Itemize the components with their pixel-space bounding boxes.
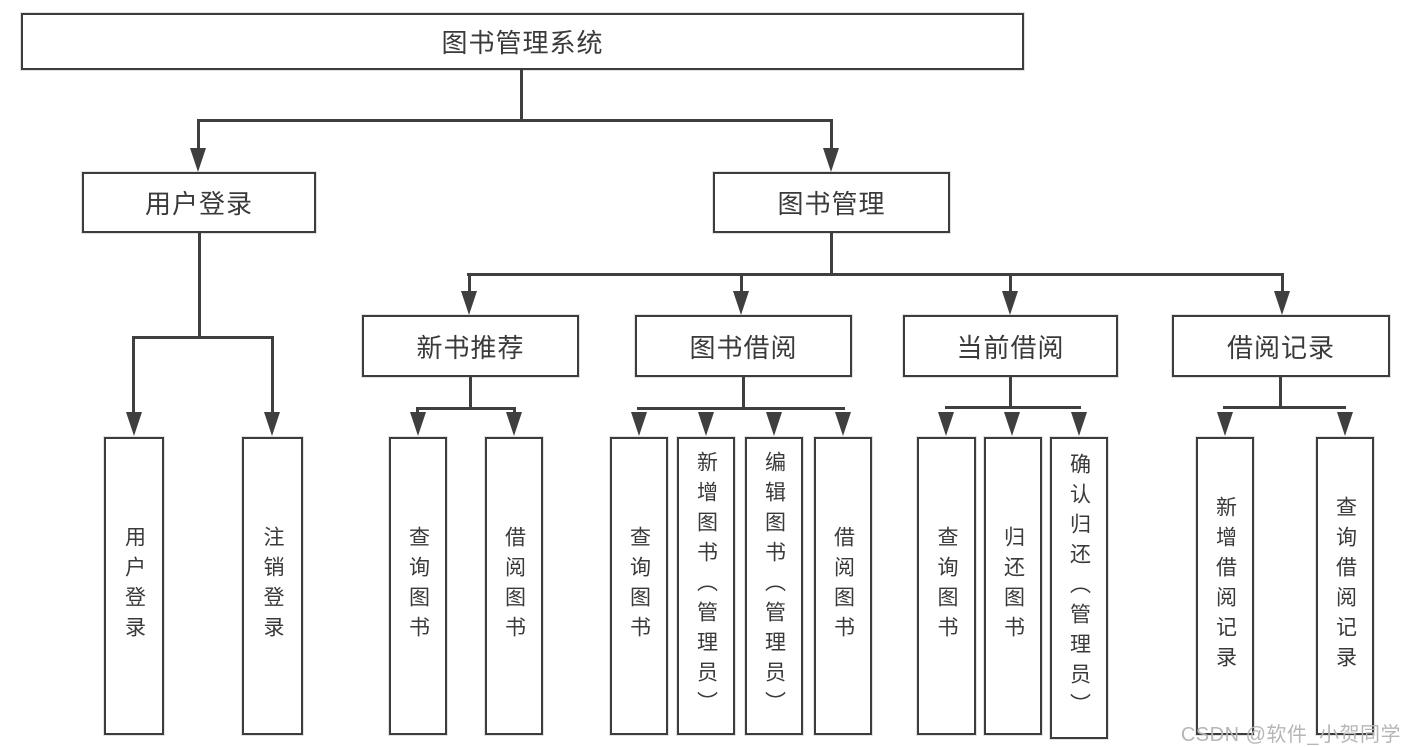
leaf-borrow-query: 查询图书: [610, 437, 668, 735]
arrow-head: [1337, 412, 1353, 436]
node-user-login: 用户登录: [82, 172, 316, 233]
arrow-head: [733, 291, 749, 315]
leaf-record-add: 新增借阅记录: [1196, 437, 1254, 735]
leaf-current-return: 归还图书: [984, 437, 1042, 735]
connector-line: [197, 119, 833, 122]
arrow-head: [835, 412, 851, 436]
connector-line: [1009, 273, 1012, 293]
leaf-logout: 注销登录: [242, 437, 303, 735]
leaf-logout-label: 注销登录: [261, 526, 284, 646]
connector-line: [1281, 273, 1284, 293]
arrow-head: [264, 412, 280, 436]
connector-line: [132, 336, 135, 414]
leaf-newbook-borrow: 借阅图书: [485, 437, 543, 735]
connector-line: [197, 119, 200, 150]
leaf-record-query: 查询借阅记录: [1316, 437, 1374, 735]
connector-line: [132, 336, 274, 339]
leaf-current-query: 查询图书: [917, 437, 976, 735]
arrow-head: [190, 148, 206, 172]
leaf-borrow-add-label: 新增图书（管理员）: [694, 451, 718, 721]
leaf-record-add-label: 新增借阅记录: [1213, 496, 1237, 676]
leaf-borrow-borrow-label: 借阅图书: [831, 526, 855, 646]
arrow-head: [1217, 412, 1233, 436]
connector-line: [742, 377, 745, 410]
node-current-borrow-label: 当前借阅: [956, 332, 1065, 363]
connector-line: [416, 407, 516, 410]
leaf-borrow-query-label: 查询图书: [627, 526, 651, 646]
arrow-head: [631, 412, 647, 436]
node-book-mgmt-label: 图书管理: [777, 189, 886, 219]
leaf-user-login-label: 用户登录: [122, 526, 146, 646]
connector-line: [468, 273, 471, 293]
arrow-head: [126, 412, 142, 436]
arrow-head: [823, 148, 839, 172]
leaf-borrow-edit: 编辑图书（管理员）: [745, 437, 803, 735]
connector-line: [469, 377, 472, 410]
node-borrow-record-label: 借阅记录: [1226, 332, 1335, 363]
node-root-label: 图书管理系统: [441, 28, 604, 58]
connector-line: [1223, 406, 1346, 409]
connector-line: [830, 119, 833, 150]
connector-line: [830, 233, 833, 276]
leaf-borrow-borrow: 借阅图书: [814, 437, 872, 735]
leaf-newbook-query: 查询图书: [389, 437, 447, 735]
arrow-head: [506, 412, 522, 436]
connector-line: [520, 70, 523, 122]
leaf-newbook-borrow-label: 借阅图书: [502, 526, 526, 646]
arrow-head: [766, 412, 782, 436]
leaf-record-query-label: 查询借阅记录: [1333, 496, 1357, 676]
connector-line: [467, 273, 1284, 276]
node-user-login-label: 用户登录: [144, 189, 253, 219]
connector-line: [740, 273, 743, 293]
node-new-book-rec-label: 新书推荐: [416, 332, 525, 363]
leaf-borrow-edit-label: 编辑图书（管理员）: [762, 451, 786, 721]
connector-line: [416, 407, 419, 415]
leaf-current-confirm: 确认归还（管理员）: [1050, 437, 1108, 739]
connector-line: [1009, 377, 1012, 409]
node-book-mgmt: 图书管理: [713, 172, 950, 233]
connector-line: [513, 407, 516, 415]
connector-line: [1279, 377, 1282, 409]
arrow-head: [938, 412, 954, 436]
arrow-head: [1004, 412, 1020, 436]
leaf-current-confirm-label: 确认归还（管理员）: [1067, 453, 1091, 723]
connector-line: [637, 407, 845, 410]
leaf-current-return-label: 归还图书: [1001, 526, 1025, 646]
connector-line: [945, 406, 1081, 409]
arrow-head: [461, 291, 477, 315]
node-root: 图书管理系统: [21, 13, 1024, 70]
leaf-user-login: 用户登录: [104, 437, 164, 735]
arrow-head: [698, 412, 714, 436]
connector-line: [271, 336, 274, 414]
connector-line: [198, 233, 201, 339]
leaf-newbook-query-label: 查询图书: [406, 526, 430, 646]
arrow-head: [1002, 291, 1018, 315]
node-current-borrow: 当前借阅: [903, 315, 1118, 377]
csdn-watermark: CSDN @软件_小贺同学: [1180, 724, 1401, 746]
node-new-book-rec: 新书推荐: [362, 315, 579, 377]
arrow-head: [1071, 412, 1087, 436]
leaf-current-query-label: 查询图书: [935, 526, 958, 646]
node-book-borrow: 图书借阅: [635, 315, 852, 377]
arrow-head: [410, 412, 426, 436]
arrow-head: [1274, 291, 1290, 315]
node-book-borrow-label: 图书借阅: [689, 332, 798, 363]
node-borrow-record: 借阅记录: [1172, 315, 1390, 377]
leaf-borrow-add: 新增图书（管理员）: [677, 437, 735, 735]
